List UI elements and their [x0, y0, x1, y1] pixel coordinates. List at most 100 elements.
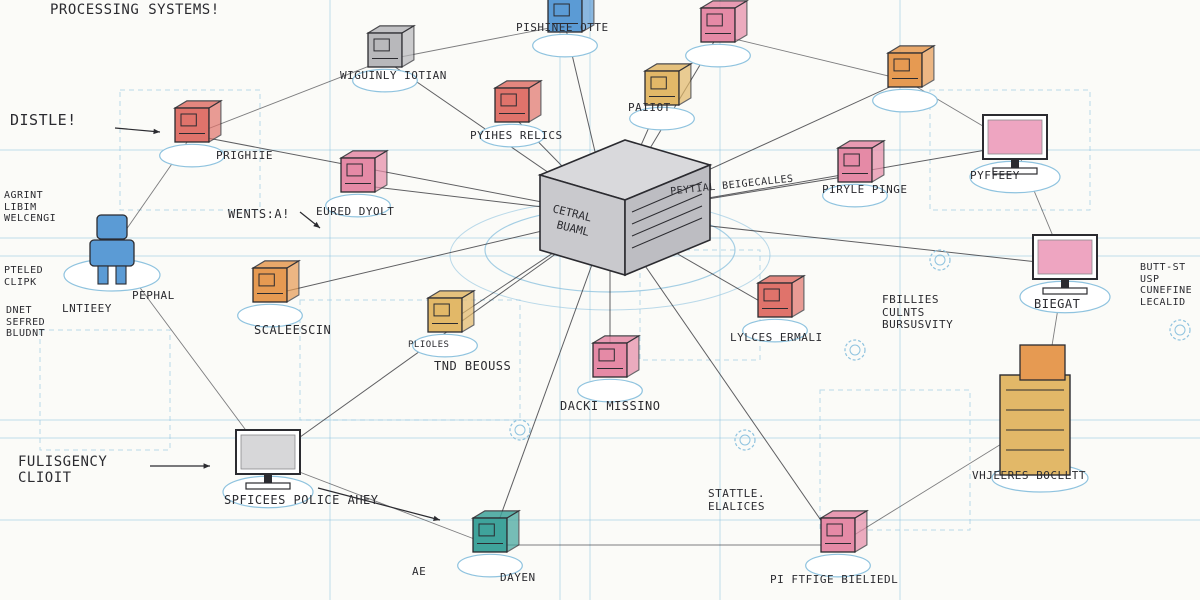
bottom-right-server — [820, 517, 856, 553]
orange-top-right-server-side — [921, 44, 935, 89]
right-note-label: BUTT-ST USP CUNEFINE LECALID — [1140, 262, 1193, 308]
wents-arrow-head — [313, 221, 320, 228]
monitor-top-right-stand — [1011, 159, 1019, 169]
monitor-top-right-screen — [987, 119, 1043, 155]
tower-building — [999, 374, 1071, 476]
top-gray-server-side — [401, 24, 415, 69]
distle-arrow-head — [153, 128, 160, 135]
orange-top-right-server — [887, 52, 923, 88]
teal-bottom-server — [472, 517, 508, 553]
top-gray-server-platform — [352, 68, 418, 93]
spices-arrow — [317, 487, 441, 521]
red-upper-server-side — [528, 79, 542, 124]
monitor-top-right-base — [992, 167, 1038, 175]
robot-node-label: LNTIEEY — [62, 302, 112, 315]
robot-body — [89, 239, 135, 267]
orange-left-server-platform — [237, 303, 303, 328]
yellow-top-server-platform — [629, 106, 695, 131]
orange-left-server-side — [286, 259, 300, 304]
construction-box — [929, 89, 1091, 211]
distle-label: DISTLE! — [10, 111, 77, 129]
monitor-left-bottom-base — [245, 482, 291, 490]
bottom-pink-server-side — [626, 334, 640, 379]
tower-top — [1019, 344, 1066, 381]
spiral-glyph-inner — [514, 424, 526, 436]
orange-left-server — [252, 267, 288, 303]
small-pink-server-panel — [346, 163, 363, 177]
central-hub-vent — [631, 181, 703, 213]
top-gray-server — [367, 32, 403, 68]
robot-leg-left — [97, 265, 109, 285]
monitor-left-bottom-stand — [264, 474, 272, 484]
stattle-label: STATTLE. ELALICES — [708, 487, 765, 513]
monitor-right-mid-stand — [1061, 279, 1069, 289]
teal-bottom-server-platform — [457, 553, 523, 578]
small-pink-node-label: EURED DYOLT — [316, 205, 395, 218]
monitor-right-top-label: PYFFEEY — [970, 169, 1020, 182]
wents-label: WENTS:A! — [228, 207, 290, 221]
fulisgency-label: FULISGENCY CLIOIT — [18, 454, 108, 487]
yellow-top-node-label: PAIIOT — [628, 101, 671, 114]
bottom-pink-node-label: DACKI MISSINO — [560, 399, 661, 413]
pink-mid-server-panel — [843, 153, 860, 167]
spiral-glyph — [1169, 319, 1191, 341]
monitor-left-bottom-screen — [240, 434, 296, 470]
top-blue-server-side — [581, 0, 595, 34]
construction-box — [299, 299, 521, 421]
connection-line — [489, 214, 611, 546]
distle-arrow — [114, 127, 161, 133]
yellow-mid-server-panel — [433, 303, 450, 317]
red-mid-right-server-panel — [763, 288, 780, 302]
robot-node-label2: PEPHAL — [132, 289, 175, 302]
pink-mid-node-label: PIRYLE PINGE — [822, 183, 908, 196]
spiral-glyph — [509, 419, 531, 441]
left-red-node-label: PRIGHIIE — [216, 149, 273, 162]
left-cluster-label: AGRINT LIBIM WELCENGI — [4, 190, 57, 224]
orange-top-right-server-platform — [872, 88, 938, 113]
spiral-glyph — [929, 249, 951, 271]
ring-connection — [717, 34, 906, 81]
left-red-server-panel — [180, 113, 197, 127]
title-label: PROCESSING SYSTEMS! — [50, 2, 220, 18]
top-blue-server-platform — [532, 33, 598, 58]
bottom-right-server-platform — [805, 553, 871, 578]
left-red-server-side — [208, 99, 222, 144]
ring-connection — [384, 24, 566, 61]
connection-line — [609, 214, 839, 546]
yellow-top-server-panel — [650, 76, 667, 90]
dayen-label: DAYEN — [500, 571, 536, 584]
pink-mid-server — [837, 147, 873, 183]
orange-left-server-panel — [258, 273, 275, 287]
spices-arrow-head — [433, 515, 440, 522]
vhjeeres-node-label: VHJEERES BOCLLTT — [972, 469, 1086, 482]
ring-connection — [191, 59, 386, 136]
pyihes-node-label: PYIHES RELICS — [470, 129, 563, 142]
spiral-glyph — [734, 429, 756, 451]
bottom-right-server-side — [854, 509, 868, 554]
bottom-right-node-label: PI FTFIGE BIELIEDL — [770, 573, 899, 586]
central-hub-vent — [631, 217, 703, 249]
bottom-right-server-panel — [826, 523, 843, 537]
yellow-mid-server — [427, 297, 463, 333]
pink-mid-server-platform — [822, 183, 888, 208]
monitor-right-mid-label: BIEGAT — [1034, 297, 1081, 311]
monitor-right-mid-screen — [1037, 239, 1093, 275]
central-hub-vent — [631, 193, 703, 225]
construction-box — [119, 89, 261, 211]
yellow-mid-node-label: TND BEOUSS — [434, 359, 512, 373]
yellow-mid-server-platform — [412, 333, 478, 358]
red-upper-server — [494, 87, 530, 123]
spiral-glyph-inner — [739, 434, 751, 446]
yellow-mid-node-label2: PLIOLES — [408, 340, 450, 350]
small-pink-server-side — [374, 149, 388, 194]
spiral-glyph-inner — [849, 344, 861, 356]
central-hub-vent — [631, 205, 703, 237]
monitor-right-mid-base — [1042, 287, 1088, 295]
spiral-glyph-inner — [1174, 324, 1186, 336]
ring-connection — [267, 459, 491, 546]
spiral-glyph — [844, 339, 866, 361]
small-pink-server — [340, 157, 376, 193]
wiguinly-node-label: WIGUINLY IOTIAN — [340, 69, 447, 82]
mid-note-label: FBILLIES CULNTS BURSUSVITY — [882, 293, 954, 332]
